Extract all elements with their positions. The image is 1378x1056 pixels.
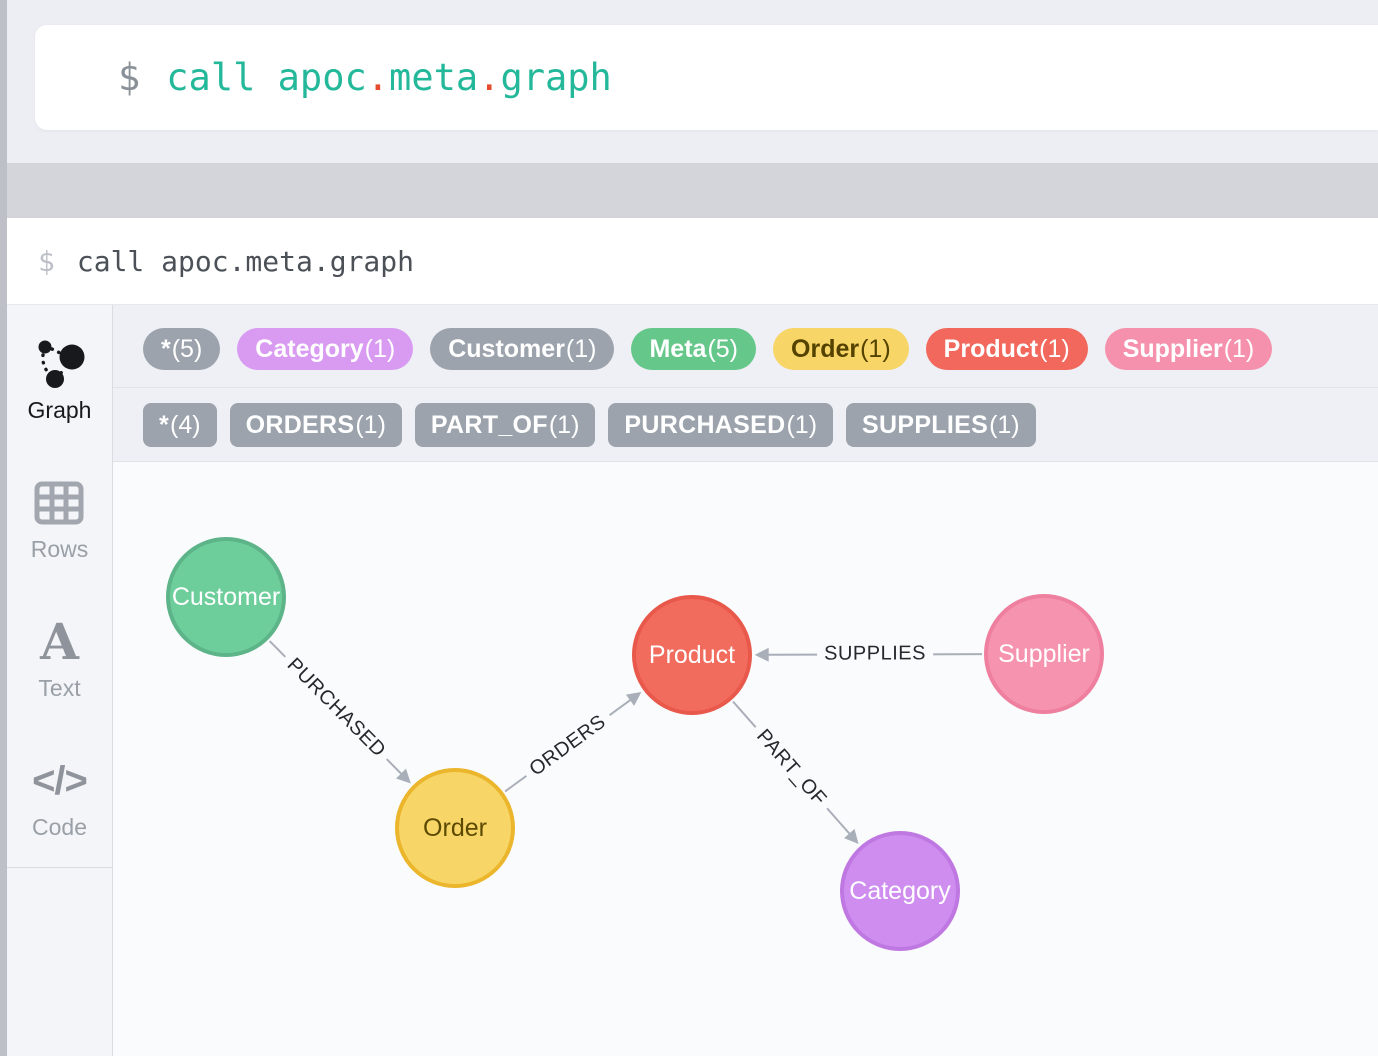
sidebar-item-label: Text [38, 675, 81, 701]
sidebar-divider [6, 867, 113, 868]
command-editor[interactable]: $ call apoc.meta.graph [35, 25, 1378, 130]
relationship-type-pill-all[interactable]: *(4) [143, 403, 217, 447]
sidebar-item-code[interactable]: </> Code [32, 752, 88, 841]
node-label-pill-product[interactable]: Product(1) [925, 328, 1088, 370]
node-label-pill-supplier[interactable]: Supplier(1) [1104, 328, 1273, 370]
graph-node-customer[interactable]: Customer [166, 537, 286, 657]
header-command: call apoc.meta.graph [76, 244, 415, 278]
node-label-pill-category[interactable]: Category(1) [237, 328, 414, 370]
result-main: *(5) Category(1) Customer(1) Meta(5) Order(1… [113, 305, 1378, 1056]
relationship-type-row: *(4) ORDERS(1) PART_OF(1) PURCHASED(1) SUPPL… [113, 388, 1378, 462]
graph-icon [33, 335, 87, 393]
table-icon [34, 474, 84, 532]
relationship-type-pill-orders[interactable]: ORDERS(1) [229, 403, 402, 447]
node-label-pill-meta[interactable]: Meta(5) [631, 328, 757, 370]
text-icon: A [40, 612, 79, 671]
relationship-type-pill-purchased[interactable]: PURCHASED(1) [608, 403, 834, 447]
node-label-pill-all[interactable]: *(5) [143, 328, 221, 370]
edge-label-supplies[interactable]: SUPPLIES [817, 641, 933, 668]
graph-node-category[interactable]: Category [840, 831, 960, 951]
window-edge-strip [0, 0, 7, 1056]
code-icon: </> [32, 758, 88, 803]
result-frame-header[interactable]: $ call apoc.meta.graph [7, 218, 1378, 305]
edge-layer [268, 640, 983, 844]
editor-token: meta [389, 56, 479, 99]
node-label-row: *(5) Category(1) Customer(1) Meta(5) Order(1… [113, 305, 1378, 388]
sidebar-item-rows[interactable]: Rows [30, 474, 89, 563]
sidebar-item-label: Code [32, 814, 87, 840]
editor-token: graph [500, 56, 612, 99]
editor-command[interactable]: call apoc.meta.graph [166, 56, 612, 99]
graph-node-supplier[interactable]: Supplier [984, 594, 1104, 714]
relationship-type-pill-supplies[interactable]: SUPPLIES(1) [846, 403, 1036, 447]
sidebar-item-label: Rows [30, 536, 89, 562]
graph-node-order[interactable]: Order [395, 768, 515, 888]
sidebar-item-text[interactable]: A Text [38, 613, 80, 702]
editor-prompt: $ [118, 56, 141, 99]
sidebar-item-graph[interactable]: Graph [27, 335, 92, 424]
editor-token: . [366, 56, 390, 99]
editor-token: . [478, 56, 501, 99]
frame-separator [7, 163, 1378, 218]
relationship-type-pill-part_of[interactable]: PART_OF(1) [414, 403, 596, 447]
node-label-pill-order[interactable]: Order(1) [773, 328, 909, 370]
sidebar-item-label: Graph [27, 397, 92, 423]
editor-token: call apoc [166, 56, 367, 99]
node-label-pill-customer[interactable]: Customer(1) [430, 328, 615, 370]
graph-node-product[interactable]: Product [632, 595, 752, 715]
header-prompt: $ [38, 244, 55, 278]
